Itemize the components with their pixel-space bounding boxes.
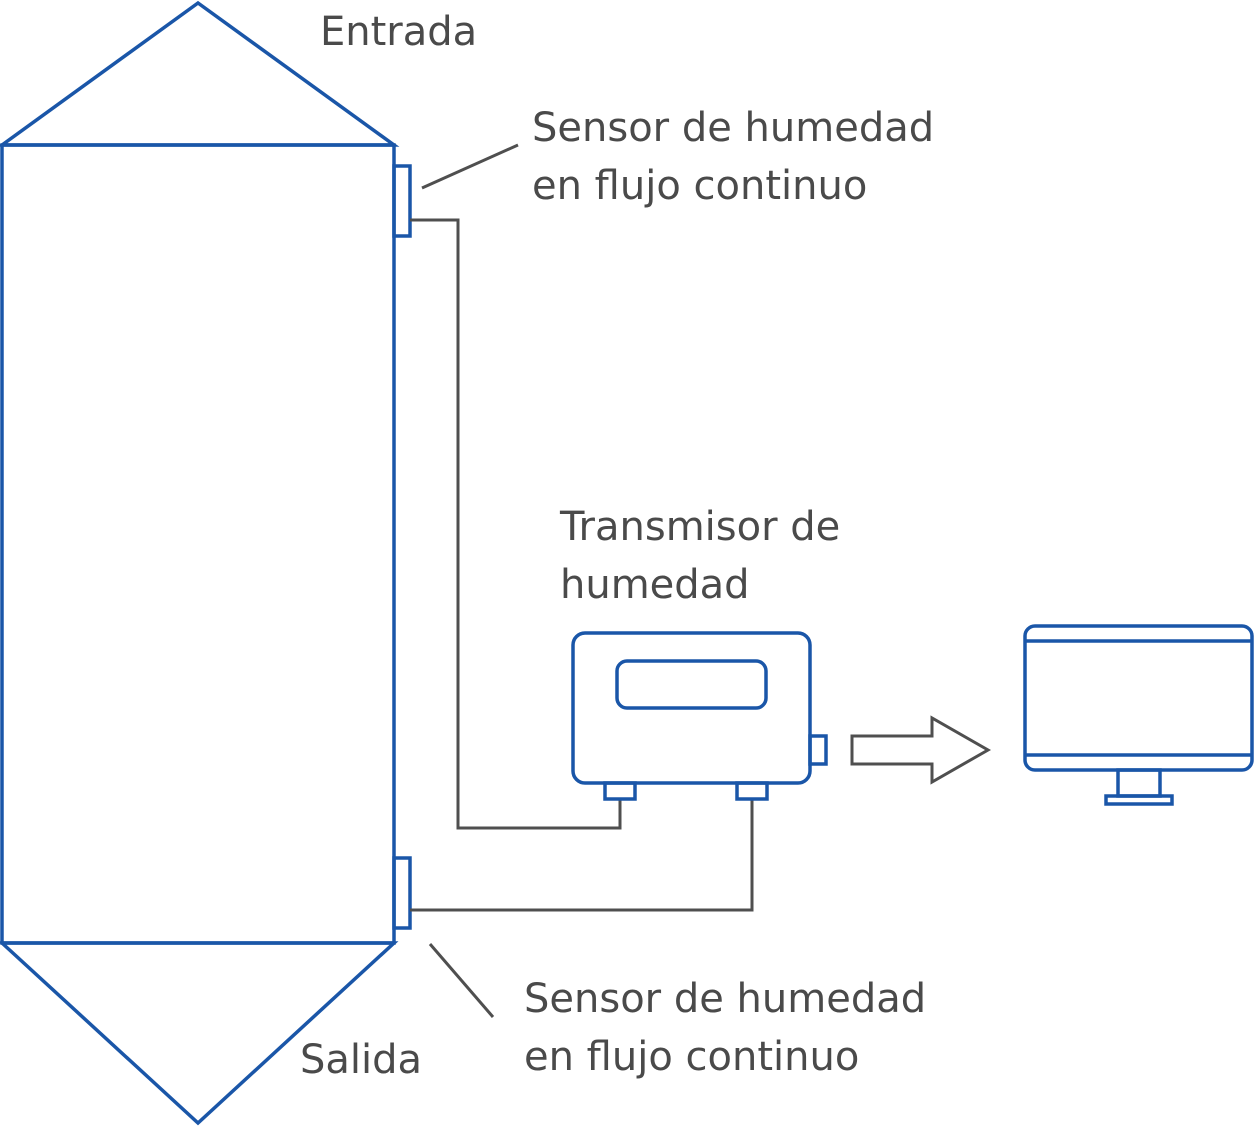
transmitter-side-port [808, 734, 828, 766]
sensor-bottom-label-line-2: en flujo continuo [524, 1034, 860, 1080]
sensor-bottom-cable [410, 799, 754, 912]
process-vessel-icon [0, 0, 400, 1126]
transmitter-label: Transmisor de humedad [560, 498, 840, 614]
transmitter-display [615, 659, 768, 710]
transmitter-box-icon [571, 631, 828, 801]
sensor-bottom-icon [392, 856, 412, 930]
sensor-top-cable [410, 218, 622, 830]
monitor-base [1104, 794, 1174, 806]
transmitter-label-line-1: Transmisor de [560, 504, 841, 550]
sensor-bottom-label-line-1: Sensor de humedad [524, 976, 927, 1022]
vessel-body [0, 143, 396, 945]
sensor-top-label-line-1: Sensor de humedad [532, 105, 935, 151]
monitor-screen [1023, 624, 1254, 772]
vessel-bottom-cone [0, 941, 399, 1126]
sensor-bottom-label: Sensor de humedad en flujo continuo [524, 970, 926, 1086]
monitor-neck [1116, 768, 1162, 798]
outlet-label: Salida [300, 1037, 423, 1083]
transmitter-body [571, 631, 812, 785]
data-flow-arrow-icon [850, 715, 992, 785]
inlet-label: Entrada [320, 9, 478, 55]
transmitter-label-line-2: humedad [560, 562, 750, 608]
sensor-top-leader [421, 143, 519, 190]
computer-monitor-icon [1023, 624, 1254, 806]
transmitter-port-left [603, 781, 637, 801]
sensor-top-label: Sensor de humedad en flujo continuo [532, 99, 934, 215]
transmitter-port-right [735, 781, 769, 801]
sensor-top-icon [392, 164, 412, 238]
sensor-bottom-leader [428, 943, 495, 1018]
sensor-top-label-line-2: en flujo continuo [532, 163, 868, 209]
